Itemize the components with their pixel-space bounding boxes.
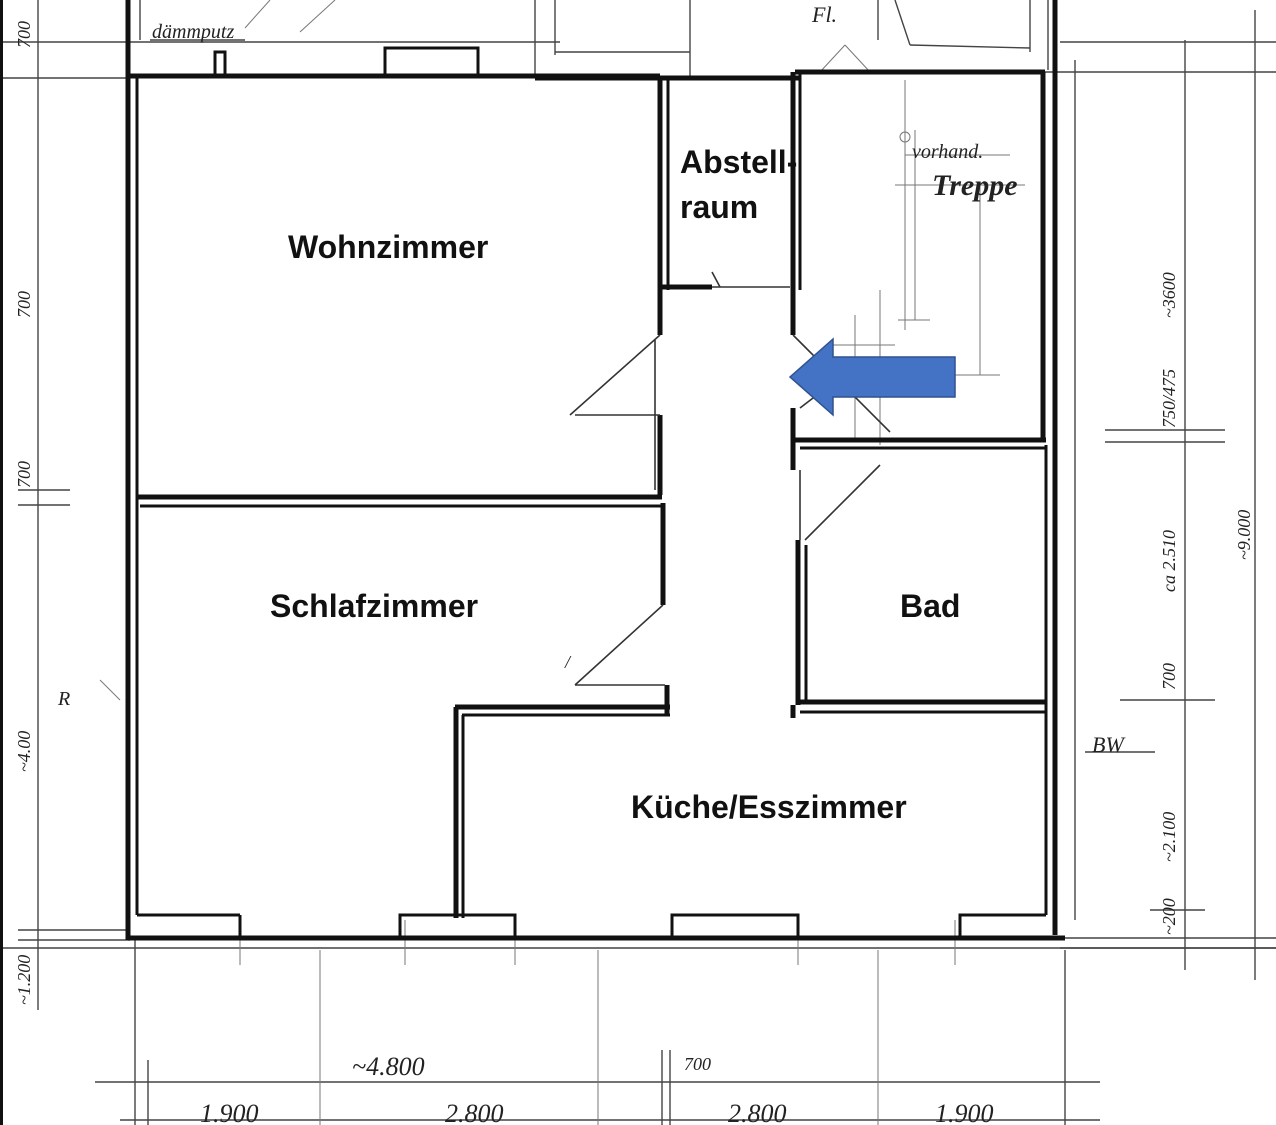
note-treppe: Treppe — [932, 169, 1018, 202]
exterior-walls — [125, 0, 1065, 941]
note-bw: BW — [1092, 732, 1125, 757]
room-label-bad: Bad — [900, 588, 960, 624]
note-r: R — [57, 688, 70, 710]
entrance-arrow — [788, 337, 956, 417]
dim-left-2: 700 — [14, 291, 34, 318]
dim-right-1: ~3600 — [1159, 272, 1179, 318]
dim-right-4: 700 — [1159, 663, 1179, 690]
dim-right-total: ~9.000 — [1234, 510, 1254, 560]
door-swings: / — [564, 271, 891, 686]
dim-bottom-total: ~4.800 — [352, 1052, 425, 1081]
dim-bottom-small: 700 — [684, 1054, 711, 1074]
dim-right-5: ~2.100 — [1159, 812, 1179, 862]
room-label-abstellraum-2: raum — [680, 189, 758, 225]
dim-left-3: 700 — [14, 461, 34, 488]
dim-right-6: ~200 — [1159, 898, 1179, 935]
note-daemmputz: dämmputz — [152, 21, 234, 43]
dim-right-2: 750/475 — [1159, 369, 1179, 428]
room-label-abstellraum-1: Abstell- — [680, 144, 797, 180]
dim-bottom-4: 1.900 — [935, 1099, 994, 1125]
note-vorhand: vorhand. — [912, 141, 983, 163]
door-mark: / — [564, 652, 572, 672]
dim-left-1: 700 — [14, 21, 34, 48]
room-label-wohnzimmer: Wohnzimmer — [288, 229, 488, 265]
dim-left-4: ~4.00 — [14, 731, 34, 772]
room-label-kueche-esszimmer: Küche/Esszimmer — [631, 789, 907, 825]
room-labels: Wohnzimmer Abstell- raum Schlafzimmer Ba… — [270, 144, 960, 825]
interior-walls — [137, 72, 1046, 918]
note-fl: Fl. — [811, 2, 837, 27]
left-edge — [0, 0, 3, 1125]
dim-bottom-3: 2.800 — [728, 1099, 787, 1125]
dim-bottom-2: 2.800 — [445, 1099, 504, 1125]
dim-left-5: ~1.200 — [14, 955, 34, 1005]
handwritten-notes: dämmputz vorhand. Treppe Fl. BW R 700 70… — [14, 2, 1254, 1125]
dim-right-3: ca 2.510 — [1159, 530, 1179, 592]
dim-bottom-1: 1.900 — [200, 1099, 259, 1125]
room-label-schlafzimmer: Schlafzimmer — [270, 588, 478, 624]
